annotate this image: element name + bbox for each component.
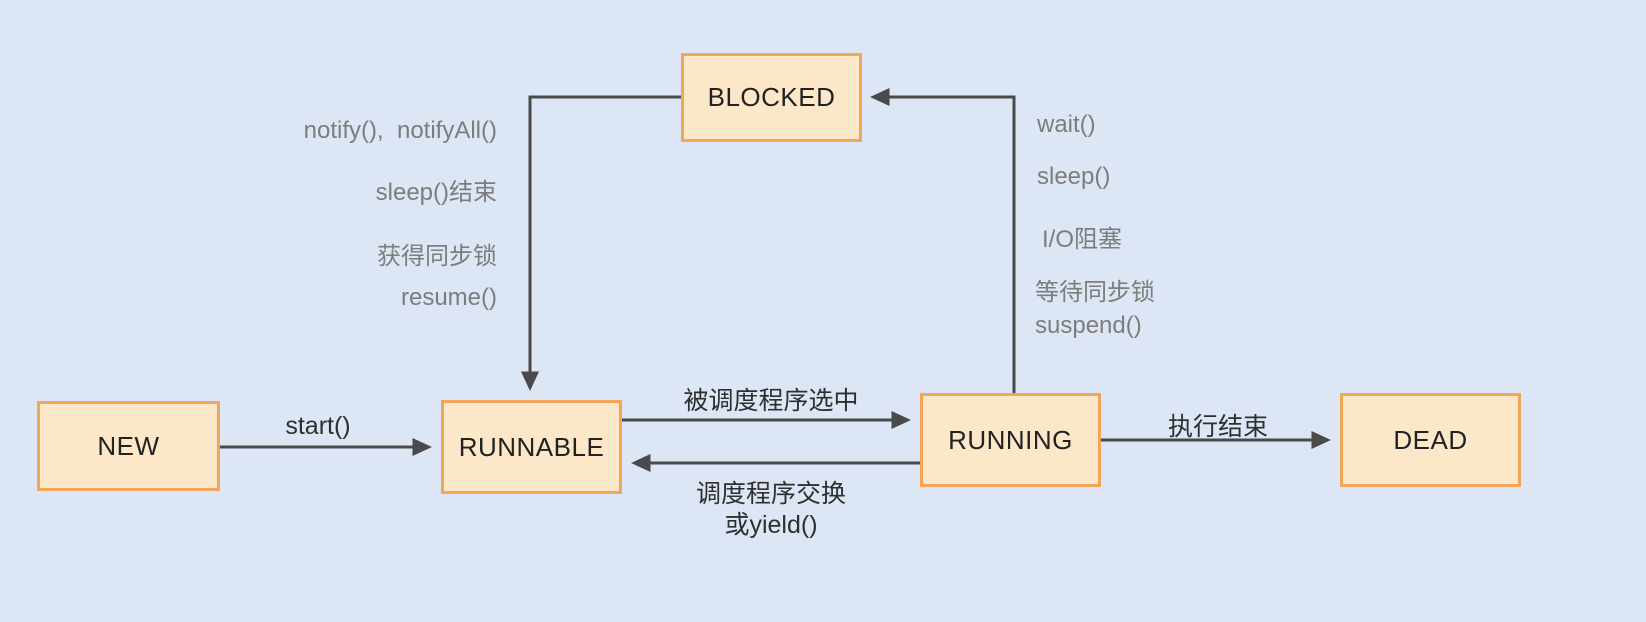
state-new: NEW xyxy=(37,401,220,491)
state-blocked-label: BLOCKED xyxy=(707,82,836,112)
state-running: RUNNING xyxy=(920,393,1101,487)
state-dead: DEAD xyxy=(1340,393,1521,487)
state-running-label: RUNNING xyxy=(948,424,1073,455)
state-new-label: NEW xyxy=(97,430,160,461)
label-scheduled: 被调度程序选中 xyxy=(683,387,859,415)
label-start: start() xyxy=(285,412,351,440)
state-runnable-label: RUNNABLE xyxy=(458,431,605,462)
label-wait-sync-lock: 等待同步锁 xyxy=(1035,279,1155,306)
state-dead-label: DEAD xyxy=(1393,424,1468,455)
label-wait: wait() xyxy=(1037,111,1096,138)
label-sleep-end: sleep()结束 xyxy=(375,179,497,206)
label-sleep: sleep() xyxy=(1037,163,1111,190)
label-execution-end: 执行结束 xyxy=(1167,413,1268,441)
label-scheduler-swap-line2: 或yield() xyxy=(724,511,818,539)
arrow-blocked-to-runnable xyxy=(521,95,681,391)
label-io-block: I/O阻塞 xyxy=(1042,226,1123,253)
label-notify-notifyall: notify(), notifyAll() xyxy=(303,117,497,144)
state-runnable: RUNNABLE xyxy=(441,400,622,494)
label-acquire-sync-lock: 获得同步锁 xyxy=(377,243,497,270)
label-suspend: suspend() xyxy=(1035,312,1142,339)
label-scheduler-swap-line1: 调度程序交换 xyxy=(695,480,846,508)
label-resume: resume() xyxy=(400,284,497,311)
state-blocked: BLOCKED xyxy=(681,53,862,142)
arrow-running-to-blocked xyxy=(870,88,1016,393)
